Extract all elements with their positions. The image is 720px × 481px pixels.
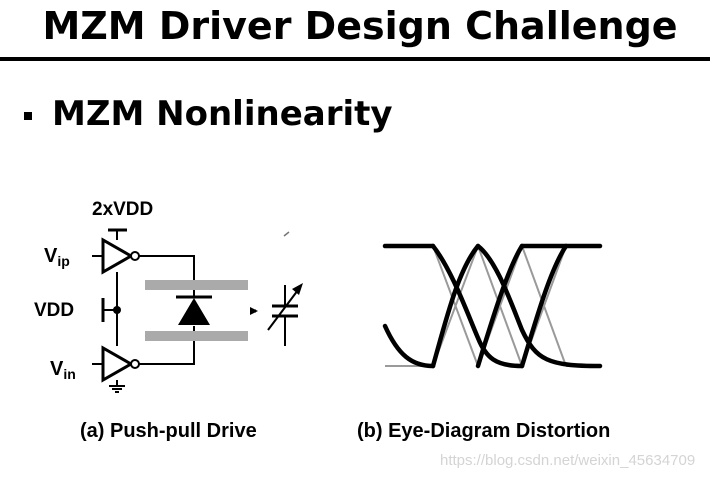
input-n-label: Vin [50, 358, 76, 382]
bullet-heading: MZM Nonlinearity [52, 94, 393, 134]
distorted-eye-traces [382, 243, 603, 369]
title-divider [0, 57, 710, 61]
bottom-inverter-bubble [130, 359, 140, 369]
watermark: https://blog.csdn.net/weixin_45634709 [440, 452, 696, 469]
top-electrode [145, 280, 248, 290]
input-n-main: V [50, 358, 64, 380]
caption-push-pull: (a) Push-pull Drive [80, 420, 257, 442]
ground-icon [109, 385, 125, 393]
input-p-main: V [44, 245, 58, 267]
supply-label: 2xVDD [92, 199, 153, 220]
vdd-label: VDD [34, 300, 74, 321]
input-n-sub: in [63, 366, 75, 382]
slide-title: MZM Driver Design Challenge [42, 4, 678, 48]
caption-eye-diagram: (b) Eye-Diagram Distortion [357, 420, 611, 442]
top-inverter-icon [101, 237, 135, 275]
pencil-mark [283, 231, 290, 237]
bottom-inverter-icon [101, 345, 135, 383]
input-p-sub: ip [57, 253, 69, 269]
variable-capacitor-icon [267, 283, 303, 346]
input-p-label: Vip [44, 245, 70, 269]
eye-diagram [382, 243, 603, 369]
push-pull-circuit: 2xVDD VDD Vip Vin [34, 199, 303, 393]
diode-icon [178, 298, 210, 325]
bullet-square-icon [24, 112, 32, 120]
top-inverter-bubble [130, 251, 140, 261]
bottom-electrode [145, 331, 248, 341]
